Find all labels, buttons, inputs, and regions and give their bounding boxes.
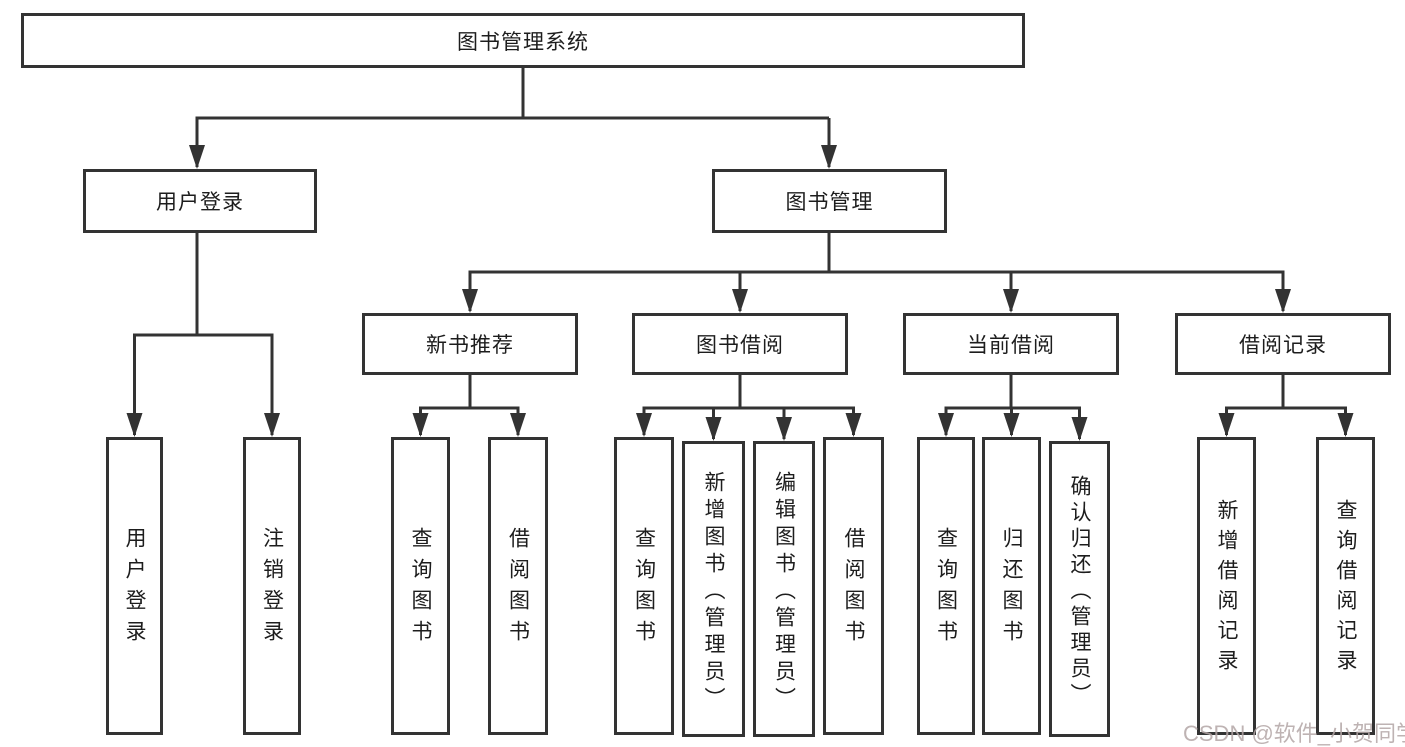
node-borrowing-records: 借阅记录 — [1175, 313, 1391, 375]
leaf-borrow-query-books: 查询图书 — [614, 437, 674, 735]
leaf-records-add-record: 新增借阅记录 — [1197, 437, 1256, 735]
leaf-recommend-query-books: 查询图书 — [391, 437, 450, 735]
node-library-management-system: 图书管理系统 — [21, 13, 1025, 68]
connector-group — [126, 68, 1354, 441]
leaf-current-return-books: 归还图书 — [982, 437, 1041, 735]
leaf-current-confirm-return-admin: 确认归还（管理员） — [1049, 441, 1110, 737]
leaf-current-query-books: 查询图书 — [917, 437, 975, 735]
node-book-management: 图书管理 — [712, 169, 947, 233]
leaf-borrow-add-books-admin: 新增图书（管理员） — [682, 441, 745, 737]
watermark: CSDN @软件_小贺同学 — [1183, 721, 1405, 746]
leaf-recommend-borrow-books: 借阅图书 — [488, 437, 548, 735]
leaf-borrow-borrow-books: 借阅图书 — [823, 437, 884, 735]
leaf-logout: 注销登录 — [243, 437, 301, 735]
node-new-book-recommendation: 新书推荐 — [362, 313, 578, 375]
node-current-borrowing: 当前借阅 — [903, 313, 1119, 375]
leaf-borrow-edit-books-admin: 编辑图书（管理员） — [753, 441, 815, 737]
leaf-records-query-record: 查询借阅记录 — [1316, 437, 1375, 735]
node-book-borrowing: 图书借阅 — [632, 313, 848, 375]
node-user-login: 用户登录 — [83, 169, 317, 233]
leaf-user-login: 用户登录 — [106, 437, 163, 735]
